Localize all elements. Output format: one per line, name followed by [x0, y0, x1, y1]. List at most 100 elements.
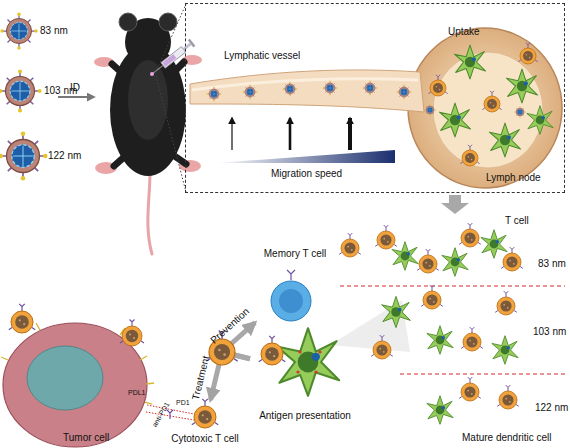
antigen-presenting-dc [277, 328, 339, 396]
node-dendritic-cell [454, 45, 485, 79]
t-cell-icon [417, 249, 439, 273]
t-cell-icon [497, 385, 519, 409]
node-label: Antigen presentation [250, 410, 360, 422]
lymph-node-shape [408, 28, 562, 188]
node-label: Memory T cell [255, 248, 335, 260]
mature-dc-icon [392, 242, 418, 271]
node-label: Migration speed [271, 168, 342, 180]
migrating-particle [207, 87, 222, 102]
t-cell-icon [461, 327, 483, 351]
t-cell-icon [421, 285, 443, 309]
migrating-particle [323, 81, 338, 96]
mouse-ear [159, 13, 177, 31]
zoom-leader [156, 4, 186, 72]
speed-arrow [231, 118, 232, 150]
nanoparticle-122 [0, 131, 48, 180]
migrating-particle [243, 85, 258, 100]
node-particle [514, 106, 526, 118]
syringe-plunger [188, 39, 196, 48]
annotation-label: T cell [505, 215, 529, 227]
inset-panel: Lymphatic vessel UptakeMigration speed Lym… [185, 3, 565, 193]
t-cell-icon [375, 225, 397, 249]
receptor [287, 270, 295, 280]
vessel-highlight [192, 79, 418, 90]
row-divider [400, 374, 565, 375]
node-label: 122 nm [48, 150, 81, 162]
cytotoxic-t-cell-icon [192, 399, 218, 428]
lymph-node-cortex [433, 52, 543, 168]
mature-dc-icon [382, 296, 411, 327]
annotation-label: 83 nm [538, 258, 566, 270]
nanoparticle-83 [0, 12, 37, 49]
node-t-cell [428, 75, 447, 96]
node-label: Tumor cell [63, 432, 109, 444]
node-dendritic-cell [527, 106, 553, 135]
memory-t-cell-body [271, 281, 311, 321]
node-label: Lymphatic vessel [224, 50, 300, 62]
flow-arrow [441, 195, 469, 214]
memory-t-cell: Memory T cell [255, 248, 335, 326]
migrating-particle [283, 82, 298, 97]
node-label: 83 nm [40, 25, 68, 37]
nanoparticle-103 [0, 69, 42, 112]
speed-arrow [289, 118, 292, 150]
mature-dc-icon [442, 248, 468, 277]
t-cell-icon [495, 291, 517, 315]
t-cell-icon [459, 223, 481, 247]
mouse-body [110, 44, 186, 176]
tumor-nucleus [27, 346, 103, 410]
injection-site [150, 72, 154, 76]
antigen-dot [314, 370, 317, 373]
node-t-cell [482, 91, 501, 112]
annotation-label: Mature dendritic cell [462, 432, 551, 444]
t-cell-icon [339, 233, 361, 257]
t-cell-icon [371, 335, 393, 359]
nanoparticle: 122 nm [2, 134, 87, 178]
node-t-cell [460, 145, 479, 166]
mouse-tail [148, 172, 152, 254]
speed-arrow [348, 118, 352, 150]
migrating-particle [363, 81, 378, 96]
syringe-liquid [162, 54, 176, 67]
node-dendritic-cell [506, 69, 537, 103]
cytotoxic-t-cell: Cytotoxic T cell [160, 400, 250, 446]
injection-arrow [58, 96, 94, 98]
antigen-dot [298, 350, 301, 353]
nanoparticle: 83 nm [2, 14, 77, 48]
annotation-label: 103 nm [533, 326, 566, 338]
antigen-dot [296, 370, 299, 373]
bound-t-cell [259, 336, 285, 365]
syringe-plunger [183, 43, 192, 51]
syringe-barrel [161, 47, 186, 69]
antibody-symbol [167, 410, 173, 419]
annotation-label: PDL1 [128, 388, 146, 397]
lymphatic-vessel-shape [190, 70, 424, 112]
node-label: Uptake [448, 26, 480, 38]
dendritic-cell: Antigen presentation [250, 318, 360, 426]
mouse-ear [119, 13, 137, 31]
attached-t-cell [9, 304, 35, 333]
node-dendritic-cell [439, 103, 470, 137]
node-t-cell [518, 43, 537, 64]
speed-gradient [215, 150, 395, 163]
antigen-dot [318, 350, 321, 353]
node-label: Cytotoxic T cell [160, 433, 250, 445]
node-particle [424, 104, 436, 116]
mature-dc-icon [427, 326, 453, 355]
attached-t-cell [120, 320, 144, 347]
memory-t-cell-nucleus [279, 289, 303, 313]
node-label: Lymph node [486, 172, 541, 184]
annotation-label: PD1 [176, 398, 190, 407]
row-divider [340, 286, 565, 287]
mature-dc-icon [481, 230, 507, 259]
migrating-particle [397, 85, 412, 100]
mature-dc-icon [492, 336, 518, 365]
node-dendritic-cell [489, 123, 520, 157]
t-cell-icon [459, 377, 481, 401]
zoom-leader [156, 76, 186, 192]
annotation-label: ID [70, 82, 80, 94]
tumor-cell: Tumor cell [3, 318, 153, 446]
